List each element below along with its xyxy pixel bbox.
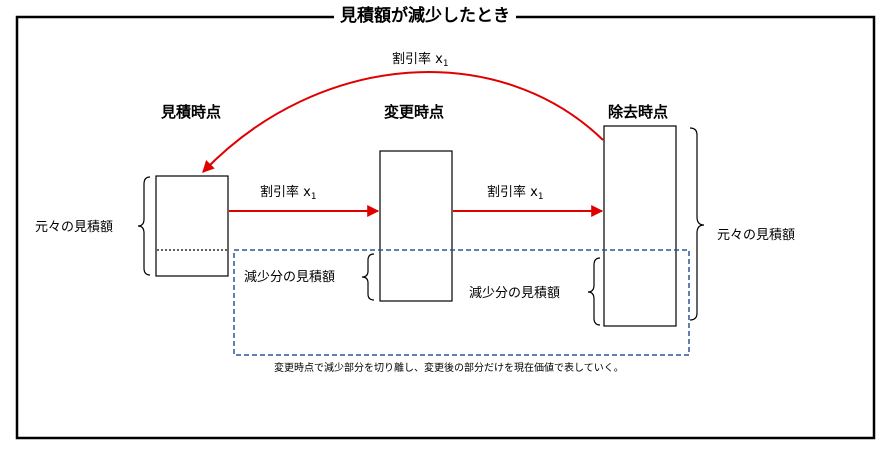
- brace-decrease-removal: [587, 257, 601, 326]
- phase-removal: 除去時点: [608, 103, 669, 121]
- rate-label-left: 割引率 x1: [260, 185, 317, 202]
- decrease-dashed-box: [233, 249, 690, 356]
- change-box: [379, 150, 453, 302]
- rate-label-top: 割引率 x1: [392, 52, 449, 69]
- phase-change: 変更時点: [384, 103, 445, 121]
- label-decrease-change: 減少分の見積額: [244, 270, 336, 285]
- removal-box: [603, 125, 677, 327]
- label-decrease-removal: 減少分の見積額: [469, 286, 561, 301]
- arrow-removal-to-estimate: [202, 71, 604, 173]
- brace-decrease-change: [361, 253, 375, 301]
- diagram-title: 見積額が減少したとき: [334, 8, 516, 25]
- brace-original-right: [689, 127, 705, 321]
- brace-original-left: [137, 176, 151, 276]
- estimate-box: [155, 175, 229, 277]
- label-original-left: 元々の見積額: [35, 220, 114, 235]
- explanation-note: 変更時点で減少部分を切り離し、変更後の部分だけを現在価値で表していく。: [274, 363, 624, 374]
- label-original-right: 元々の見積額: [717, 228, 796, 243]
- phase-estimate: 見積時点: [161, 103, 222, 121]
- rate-label-right: 割引率 x1: [487, 185, 544, 202]
